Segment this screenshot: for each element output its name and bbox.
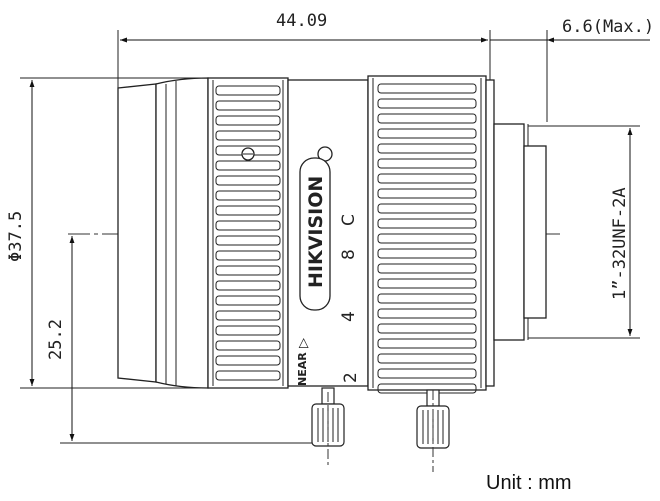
dim-mount-thread: 1”-32UNF-2A: [610, 187, 630, 300]
near-arrow-icon: ▷: [296, 338, 311, 348]
front-barrel: [117, 83, 157, 383]
rear-grip-ring: [367, 75, 487, 391]
dim-screw-offset: 25.2: [46, 319, 66, 360]
rear-ring-knurling: [372, 78, 482, 394]
brand-name: HIKVISION: [305, 176, 327, 288]
mount-outer: [493, 123, 525, 341]
front-grip-ring: [207, 77, 289, 389]
extension-lines: [20, 30, 640, 444]
set-screw-icon: [241, 147, 255, 161]
focus-mark-c: C: [339, 214, 359, 226]
lens-body: [117, 75, 547, 391]
near-label: NEAR: [296, 352, 309, 386]
front-barrel-bevel: [155, 77, 209, 389]
focus-mark-2: 2: [341, 372, 361, 383]
rear-collar: [485, 79, 495, 387]
focus-mark-8: 8: [339, 249, 359, 260]
dim-flange-max: 6.6(Max.): [562, 17, 654, 37]
focus-mark-4: 4: [339, 311, 359, 322]
unit-label: Unit : mm: [486, 472, 572, 494]
front-ring-knurling: [212, 80, 284, 386]
brand-badge: [299, 157, 331, 311]
mount-inner: [523, 145, 547, 319]
dim-overall-length: 44.09: [276, 11, 327, 31]
dim-diameter: Φ37.5: [6, 211, 26, 262]
